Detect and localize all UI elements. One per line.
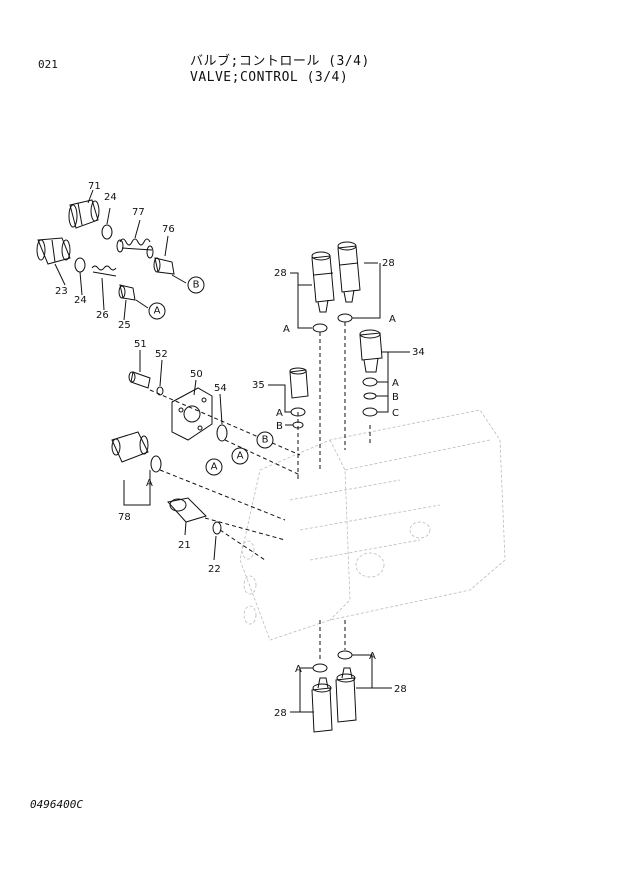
ref-letter-a-28ur: A <box>389 314 396 325</box>
ref-letter-a-35: A <box>276 408 283 419</box>
label-part-22: 22 <box>208 564 221 575</box>
ref-letter-a-34: A <box>392 378 399 389</box>
ref-letter-a-78: A <box>146 478 153 489</box>
ref-letter-a-28lr: A <box>369 651 376 662</box>
part-28-relief-lower-right <box>335 667 357 723</box>
svg-text:B: B <box>193 280 200 291</box>
part-24-oring-lower <box>74 257 86 273</box>
label-part-35: 35 <box>252 380 265 391</box>
label-part-34: 34 <box>412 347 425 358</box>
ref-circle-a-body-1: A <box>231 447 249 465</box>
part-22-ring <box>212 521 222 535</box>
label-part-26: 26 <box>96 310 109 321</box>
part-71-cap <box>68 199 100 229</box>
svg-text:A: A <box>154 306 161 317</box>
ref-letter-b-34: B <box>392 392 399 403</box>
ref-circle-b-body: B <box>256 431 274 449</box>
part-21-sleeve <box>167 497 207 523</box>
label-part-50: 50 <box>190 369 203 380</box>
part-28-relief-upper-right <box>337 241 361 303</box>
svg-text:A: A <box>211 462 218 473</box>
ref-letter-b-35: B <box>276 421 283 432</box>
title-japanese: バルブ;コントロール (3/4) <box>190 54 370 69</box>
ref-letter-a-28ll: A <box>295 664 302 675</box>
title-english: VALVE;CONTROL (3/4) <box>190 70 349 85</box>
document-code: 0496400C <box>30 798 83 811</box>
ref-circle-b-76: B <box>187 276 205 294</box>
label-part-21: 21 <box>178 540 191 551</box>
valve-body <box>239 409 506 641</box>
part-28-relief-upper-left <box>311 251 335 313</box>
part-52-washer <box>156 386 164 396</box>
label-part-78: 78 <box>118 512 131 523</box>
ref-letter-c-34: C <box>392 408 399 419</box>
label-part-28-lower-left: 28 <box>274 708 287 719</box>
part-34-plug <box>359 329 383 373</box>
part-23-housing <box>36 237 71 265</box>
label-part-24-upper: 24 <box>104 192 117 203</box>
part-26-spring <box>91 265 117 277</box>
ref-letter-a-28ul: A <box>283 324 290 335</box>
label-part-51: 51 <box>134 339 147 350</box>
label-part-52: 52 <box>155 349 168 360</box>
ref-circle-a-25: A <box>148 302 166 320</box>
label-part-28-upper-left: 28 <box>274 268 287 279</box>
part-51-bolt <box>128 371 151 389</box>
label-part-25: 25 <box>118 320 131 331</box>
part-24-oring-upper <box>101 224 113 240</box>
label-part-28-upper-right: 28 <box>382 258 395 269</box>
part-28-relief-lower-left <box>311 677 333 733</box>
label-part-71: 71 <box>88 181 101 192</box>
part-25-plug <box>118 284 136 301</box>
part-76-plug <box>153 257 175 275</box>
label-part-24-lower: 24 <box>74 295 87 306</box>
part-78-housing <box>111 431 149 463</box>
svg-text:B: B <box>262 435 269 446</box>
part-35-plug <box>289 367 309 399</box>
part-50-flange <box>171 387 213 441</box>
label-part-54: 54 <box>214 383 227 394</box>
label-part-28-lower-right: 28 <box>394 684 407 695</box>
part-54-oring <box>216 424 228 442</box>
label-part-76: 76 <box>162 224 175 235</box>
page-number: 021 <box>38 58 58 71</box>
label-part-77: 77 <box>132 207 145 218</box>
svg-text:A: A <box>237 451 244 462</box>
ref-circle-a-body-2: A <box>205 458 223 476</box>
label-part-23: 23 <box>55 286 68 297</box>
